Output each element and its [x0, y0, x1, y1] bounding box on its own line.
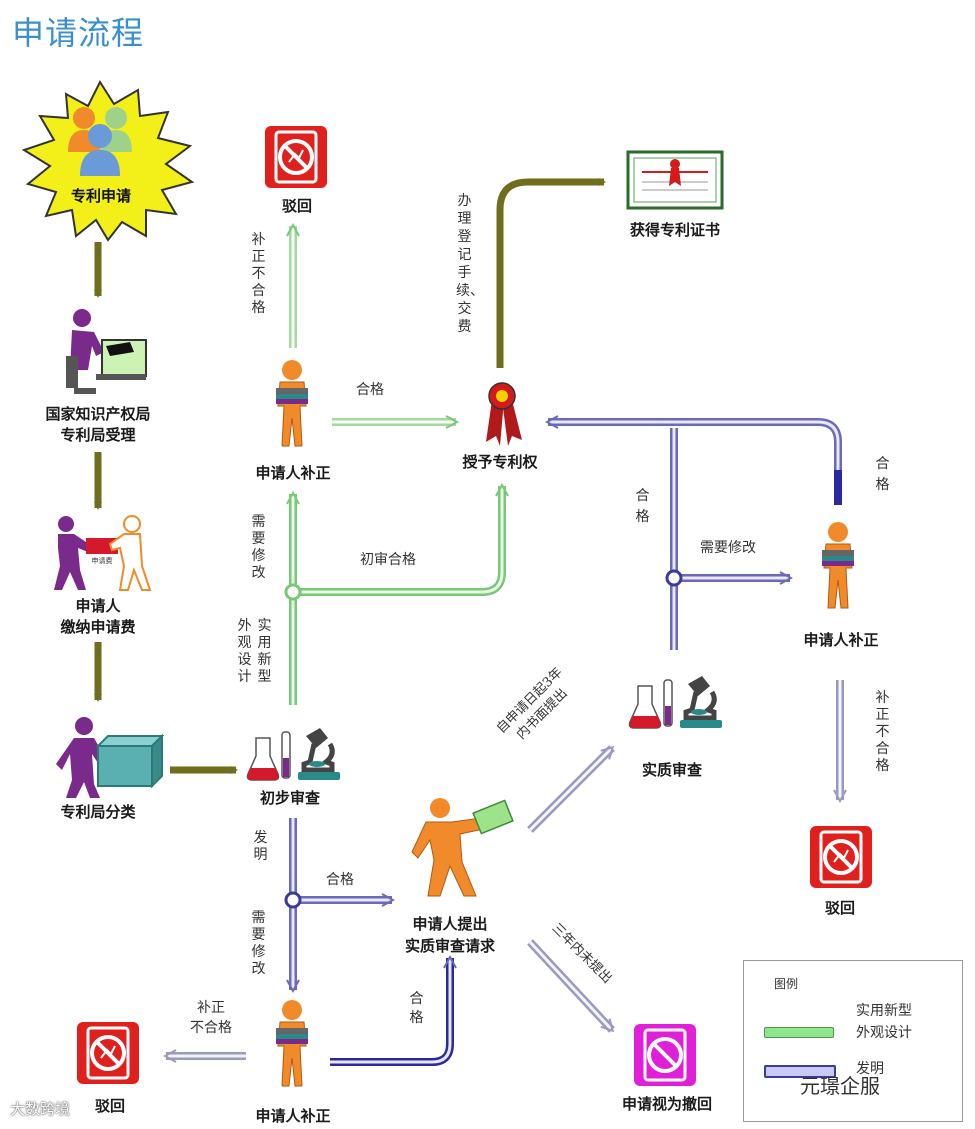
node-reject-bottom: 驳回: [94, 1097, 125, 1115]
reject-right-icon: [808, 824, 874, 890]
legend-green-line1: 实用新型: [856, 1003, 912, 1019]
node-correct-right: 申请人补正: [803, 631, 879, 649]
legend-blue-label: 发明: [856, 1061, 884, 1077]
green-lines: [284, 226, 502, 705]
legend-title: 图例: [774, 977, 799, 991]
node-pay-line2: 缴纳申请费: [60, 618, 136, 636]
edge-hege-bottom: 合格: [326, 872, 354, 888]
reject-top-icon: [263, 124, 329, 190]
substantive-lab-icon: [630, 676, 723, 728]
edge-bz-bottom-line1: 补正: [197, 1000, 225, 1016]
certificate-icon: [626, 150, 724, 210]
legend-blue-swatch: [764, 1065, 836, 1078]
node-pay-line1: 申请人: [75, 597, 121, 615]
pay-ticket-text: 申请费: [92, 556, 113, 565]
node-accept-line1: 国家知识产权局: [45, 405, 151, 423]
node-grant: 授予专利权: [462, 453, 538, 471]
prelim-lab-icon: [248, 728, 341, 780]
edge-bz-right: 补正不合格: [875, 690, 890, 774]
edge-hege-sub: 合格: [635, 488, 650, 525]
patent-office-icon: [66, 309, 147, 394]
edge-xuyao-bottom: 需要修改: [251, 910, 266, 977]
legend-green-line2: 外观设计: [856, 1025, 912, 1041]
node-classify: 专利局分类: [60, 803, 136, 821]
legend: 图例 实用新型 外观设计 发明: [743, 960, 963, 1122]
request-person-icon: [411, 798, 514, 897]
reject-bottom-icon: [75, 1020, 141, 1086]
withdraw-icon: [634, 1024, 696, 1086]
edge-utility-col2: 外观设计: [237, 618, 252, 685]
edge-xuyao-top: 需要修改: [251, 514, 266, 581]
correct-top-person-icon: [275, 359, 309, 447]
edge-invention: 发明: [253, 830, 268, 863]
node-apply: 专利申请: [70, 187, 131, 205]
edge-hege-right: 合格: [875, 456, 890, 493]
patent-application-icon: [21, 79, 195, 242]
edge-bz-top: 补正不合格: [251, 232, 266, 316]
edge-hege-grant: 合格: [356, 382, 384, 398]
correct-right-person-icon: [821, 521, 855, 609]
blue-lines: [166, 422, 840, 1066]
watermark-left: 大数跨境: [10, 1100, 71, 1118]
node-accept-line2: 专利局受理: [60, 426, 136, 444]
correct-bottom-person-icon: [275, 999, 309, 1087]
node-withdrawn: 申请视为撤回: [621, 1095, 712, 1113]
node-cert: 获得专利证书: [629, 221, 720, 239]
edge-chushen: 初审合格: [360, 552, 416, 568]
grant-medal-icon: [486, 382, 522, 446]
watermark-right: 元璟企服: [800, 1074, 880, 1098]
node-request-line2: 实质审查请求: [404, 937, 495, 955]
node-correct-bottom: 申请人补正: [255, 1107, 331, 1125]
node-substantive: 实质审查: [641, 761, 702, 779]
node-prelim: 初步审查: [259, 789, 320, 807]
edge-bz-bottom-line2: 不合格: [190, 1020, 232, 1036]
classify-icon: [56, 717, 165, 798]
legend-green-swatch: [764, 1027, 834, 1038]
edge-hege-request: 合格: [409, 991, 424, 1026]
node-reject-top: 驳回: [281, 197, 312, 215]
edge-utility-col1: 实用新型: [257, 618, 272, 685]
node-correct-top: 申请人补正: [255, 464, 331, 482]
edge-register: 办理登记手续、交费: [456, 193, 484, 335]
olive-arrows: [94, 178, 606, 774]
edge-xuyao-right: 需要修改: [700, 540, 756, 556]
node-request-line1: 申请人提出: [412, 915, 488, 933]
node-reject-right: 驳回: [824, 899, 855, 917]
page-title: 申请流程: [12, 14, 145, 52]
pay-fee-icon: 申请费: [54, 515, 152, 591]
